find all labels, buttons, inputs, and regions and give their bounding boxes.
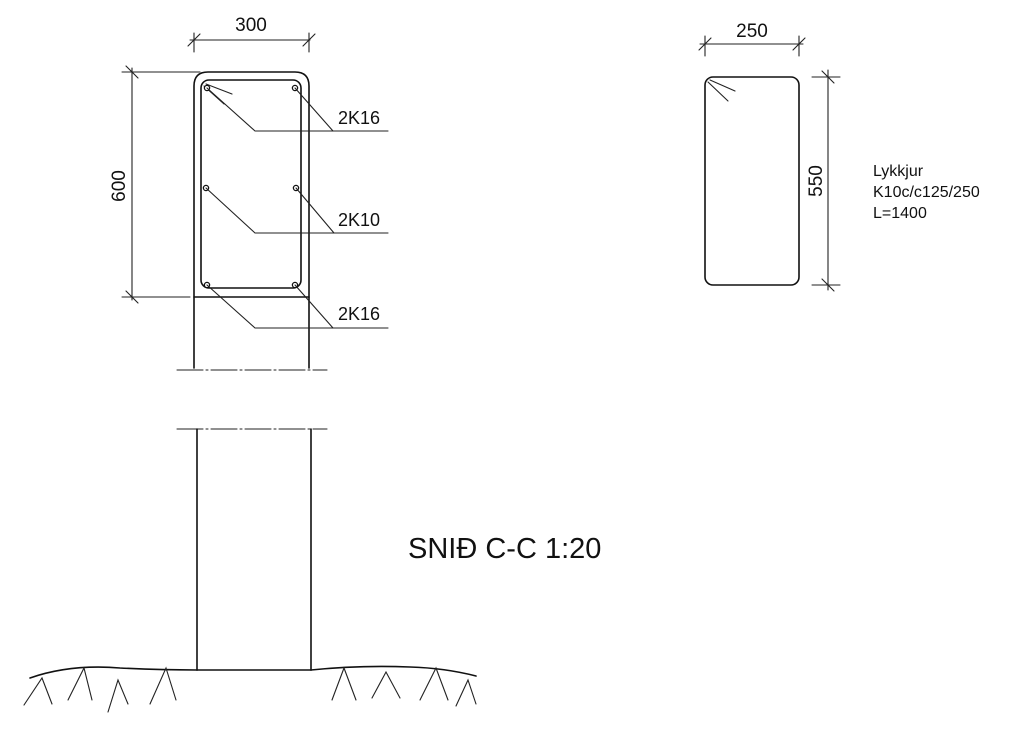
height-dimension: 600 — [109, 65, 201, 304]
callout-mid-bars: 2K10 — [338, 210, 380, 230]
stirrup-note-line-1: Lykkjur — [873, 163, 924, 180]
leader-top-left — [206, 87, 389, 132]
stirrup-height-label: 550 — [806, 165, 827, 197]
leader-mid-right — [295, 187, 335, 234]
column-stirrup — [200, 79, 302, 289]
callout-top-bars: 2K16 — [338, 108, 380, 128]
stirrup-width-dimension: 250 — [698, 21, 806, 57]
stirrup-shape — [704, 76, 800, 286]
leader-bottom-left — [206, 284, 389, 329]
stirrup-width-label: 250 — [736, 21, 768, 42]
width-dim-label: 300 — [235, 15, 267, 36]
column-section: 2K16 2K10 2K16 300 600 — [109, 15, 389, 671]
ground-line — [29, 665, 477, 679]
height-dim-label: 600 — [109, 170, 130, 202]
stirrup-height-dimension: 550 — [806, 69, 841, 292]
ground-hatch — [23, 665, 477, 713]
leader-top-right — [294, 87, 334, 132]
stirrup-hook-2 — [205, 83, 233, 95]
stirrup-note-line-2: K10c/c125/250 — [873, 184, 980, 201]
stirrup-detail: 250 550 Lykkjur K10c/c125/250 L=1400 — [698, 21, 980, 292]
callout-bottom-bars: 2K16 — [338, 304, 380, 324]
stirrup-note-line-3: L=1400 — [873, 205, 927, 222]
leader-mid-left — [205, 187, 389, 234]
drawing-title: SNIÐ C-C 1:20 — [408, 533, 601, 565]
leader-bottom-right — [294, 284, 334, 329]
column-outline-upper — [193, 71, 310, 369]
width-dimension: 300 — [187, 15, 316, 53]
stirrup-detail-hook-2 — [709, 79, 736, 92]
stirrup-detail-hook-1 — [707, 81, 729, 102]
